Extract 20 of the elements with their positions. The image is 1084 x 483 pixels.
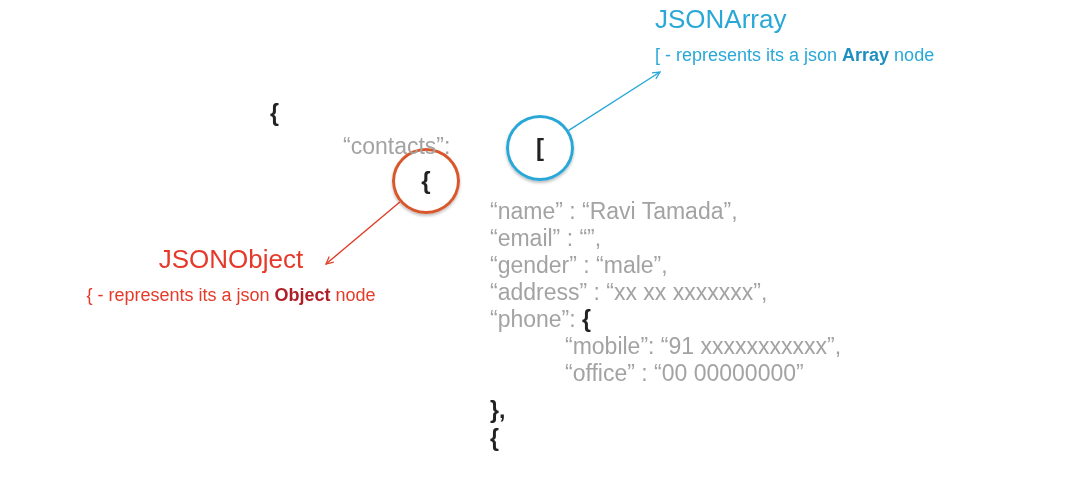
brace-symbol: { — [490, 425, 499, 452]
description-text: { - represents its a json Object node — [85, 285, 377, 306]
heading-text: JSONArray — [655, 4, 788, 35]
code-line: “mobile”: “91 xxxxxxxxxxx”, — [565, 333, 842, 360]
arrow — [325, 201, 401, 265]
array-marker-circle — [506, 115, 574, 181]
code-line: “email” : “”, — [490, 225, 602, 252]
arrow — [568, 71, 661, 132]
code-line: “contacts”: — [343, 133, 451, 160]
brace-symbol: }, — [490, 397, 506, 424]
brace-symbol: { — [270, 100, 279, 127]
code-line: “address” : “xx xx xxxxxxx”, — [490, 279, 768, 306]
code-line: “gender” : “male”, — [490, 252, 668, 279]
bracket-symbol: { — [421, 167, 431, 195]
code-line: “phone”: { — [490, 306, 591, 333]
bracket-symbol: [ — [536, 134, 544, 162]
heading-text: JSONObject — [157, 244, 305, 275]
code-line: “office” : “00 00000000” — [565, 360, 804, 387]
code-line: “name” : “Ravi Tamada”, — [490, 198, 738, 225]
description-text: [ - represents its a json Array node — [655, 45, 936, 66]
